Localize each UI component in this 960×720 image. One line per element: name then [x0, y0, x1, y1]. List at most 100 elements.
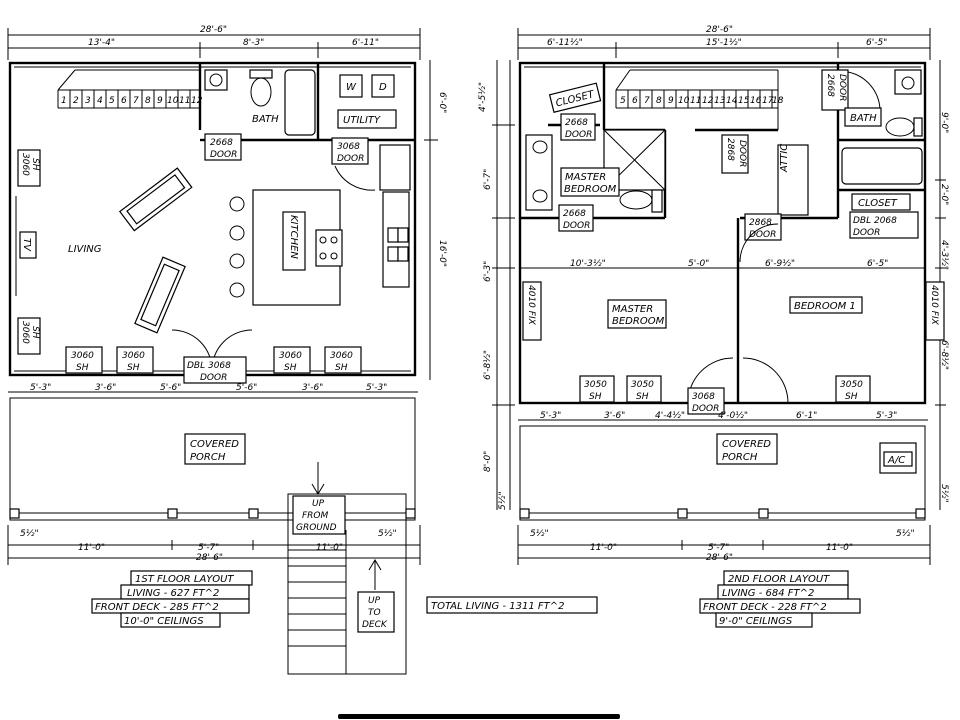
f1-sofa-2 [134, 256, 186, 334]
f2-stair-5: 5 [620, 96, 626, 106]
f1-front-door-label: DOOR [200, 373, 227, 383]
f1-door-2668-label: DOOR [210, 150, 237, 160]
f1-door-3068-label: DOOR [337, 154, 364, 164]
f1-stair-2: 2 [73, 96, 79, 106]
f1-living-label: LIVING [68, 244, 102, 255]
f1-door-3068-code: 3068 [337, 142, 360, 152]
f2-dim-top-2: 15'-1½" [706, 38, 742, 48]
f2-stair-16: 16 [750, 96, 762, 106]
f2-door-balcony-code: 3068 [692, 392, 715, 402]
f1-stair-12: 12 [191, 96, 203, 106]
f2-dim-left-1: 4'-5½" [478, 82, 488, 112]
f2-door-hall-label: DOOR [737, 140, 747, 167]
f2-dim-right-5: 5½" [939, 484, 949, 503]
f2-stair-13: 13 [714, 96, 726, 106]
f1-stair-6: 6 [121, 96, 127, 106]
f1-stair-deck-2: TO [368, 608, 381, 618]
f1-window-3-code: 3060 [279, 351, 302, 361]
f1-stair-7: 7 [133, 96, 139, 106]
f2-stair-10: 10 [678, 96, 690, 106]
f2-dim-bottom-2: 11'-0" [590, 543, 617, 553]
f2-door-bed1-code: 2868 [749, 218, 772, 228]
f1-stair-5: 5 [109, 96, 115, 106]
f1-stair-4: 4 [97, 96, 103, 106]
f1-dim-bottom-4: 11'-0" [316, 543, 343, 553]
f2-dim-bottom-3: 5'-7" [708, 543, 729, 553]
f2-dim-front-1: 5'-3" [540, 411, 561, 421]
f1-stair-8: 8 [145, 96, 151, 106]
f1-stair-10: 10 [167, 96, 179, 106]
f2-dim-top-3: 6'-5" [866, 38, 887, 48]
f2-dim-top-1: 6'-11½" [547, 38, 583, 48]
f2-dim-front-4: 4'-0½" [718, 411, 748, 421]
f2-dim-right-1: 9'-0" [939, 112, 949, 133]
f2-porch-label-2: PORCH [722, 452, 758, 463]
f1-stair-3: 3 [85, 96, 91, 106]
f2-stair-18: 18 [772, 96, 784, 106]
f1-stair-up-2: FROM [302, 511, 329, 521]
f2-dim-right-3: 4'-3½" [939, 240, 949, 270]
f2-bedroom1-label: BEDROOM 1 [794, 301, 856, 312]
f1-dim-bottom-1: 5½" [20, 529, 39, 539]
f2-dim-mid-2: 5'-0" [688, 259, 709, 269]
f2-window-3-code: 3050 [840, 380, 863, 390]
f1-washer-label: W [346, 82, 357, 93]
f2-dim-right-2: 2'-0" [939, 184, 949, 205]
f1-porch-label-1: COVERED [190, 439, 239, 450]
f1-note-ceilings: 10'-0" CEILINGS [124, 616, 204, 627]
f2-dim-bottom-5: 5½" [896, 529, 915, 539]
f2-dim-mid-4: 6'-5" [867, 259, 888, 269]
f2-master-toilet [619, 190, 653, 210]
f1-utility-label: UTILITY [343, 115, 381, 126]
f1-toilet [250, 77, 272, 107]
f2-stair-9: 9 [668, 96, 674, 106]
f2-dim-mid-3: 6'-9½" [765, 259, 795, 269]
f1-window-2-type: SH [127, 363, 140, 373]
f1-dim-front-2: 3'-6" [95, 383, 116, 393]
f2-door-mbath-label: DOOR [563, 221, 590, 231]
f1-stair-up-3: GROUND [296, 523, 337, 533]
f2-masterbath-label-1: MASTER [565, 172, 606, 183]
f1-note-title: 1ST FLOOR LAYOUT [135, 574, 234, 585]
f2-note-deck: FRONT DECK - 228 FT^2 [703, 602, 827, 613]
f1-dryer [371, 74, 395, 98]
f1-dim-top-1: 13'-4" [88, 38, 115, 48]
f2-stair-12: 12 [702, 96, 714, 106]
f2-dim-bottom-1: 5½" [530, 529, 549, 539]
f2-dim-front-5: 6'-1" [796, 411, 817, 421]
f1-sink [204, 69, 228, 91]
f2-note-living: LIVING - 684 FT^2 [722, 588, 814, 599]
f2-bath-label: BATH [850, 113, 877, 124]
f2-dim-bottom-total: 28'-6" [706, 553, 733, 563]
f1-stair-9: 9 [157, 96, 163, 106]
f1-kitchen-label: KITCHEN [288, 215, 299, 259]
f2-door-hall-code: 2868 [725, 138, 735, 161]
f2-dim-mid-1: 10'-3½" [570, 259, 606, 269]
f2-stair-14: 14 [726, 96, 738, 106]
f1-dim-front-4: 5'-6" [236, 383, 257, 393]
f1-window-1-code: 3060 [71, 351, 94, 361]
f2-window-3-type: SH [845, 392, 858, 402]
f1-stair-11: 11 [179, 96, 190, 106]
f1-exterior-stair [287, 493, 407, 675]
f2-attic-label: ATTIC [779, 144, 790, 173]
second-floor-plan: 28'-6" 6'-11½" 15'-1½" 6'-5" 4'-5½" 6'-7… [478, 25, 949, 628]
f2-window-2-code: 3050 [631, 380, 654, 390]
f1-window-4-code: 3060 [330, 351, 353, 361]
f2-bath-sink [894, 69, 922, 95]
f1-notes: 1ST FLOOR LAYOUT LIVING - 627 FT^2 FRONT… [91, 570, 253, 628]
f1-window-left2-type: SH [30, 326, 40, 339]
f2-window-1-code: 3050 [584, 380, 607, 390]
f2-bath-toilet [885, 117, 915, 137]
f1-dim-bottom-3: 5'-7" [198, 543, 219, 553]
f1-dim-bottom-2: 11'-0" [78, 543, 105, 553]
f1-dim-total-top: 28'-6" [200, 25, 227, 35]
f1-window-4-type: SH [335, 363, 348, 373]
f2-dim-left-4: 6'-8½" [483, 350, 493, 380]
f1-window-2-code: 3060 [122, 351, 145, 361]
f2-window-1-type: SH [589, 392, 602, 402]
f2-door-bed1-label: DOOR [749, 230, 776, 240]
f2-masterbath-label-2: BEDROOM [564, 184, 617, 195]
f2-door-mbath-code: 2668 [563, 209, 586, 219]
f2-door-closet-code: 2668 [565, 118, 588, 128]
